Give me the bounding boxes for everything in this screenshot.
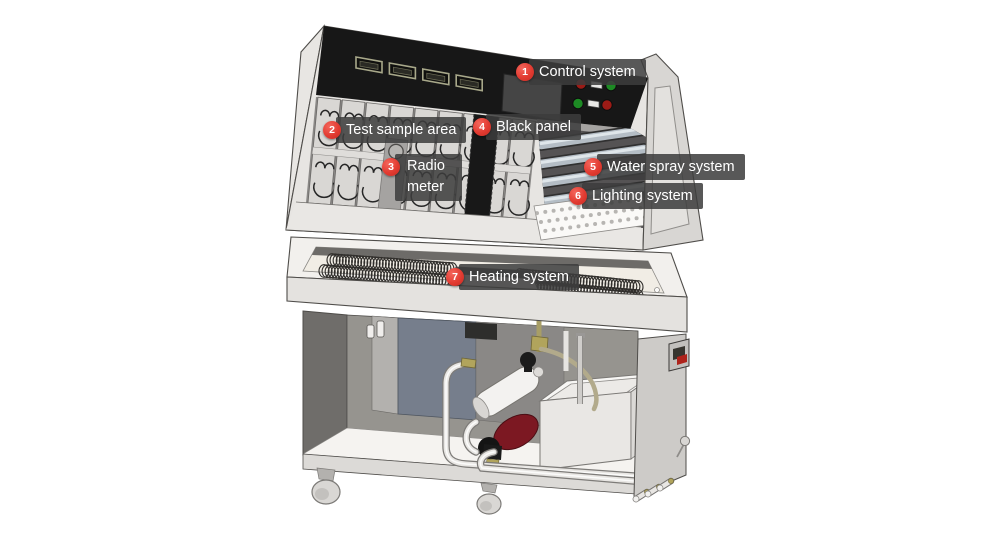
back-wall-vent <box>465 322 497 340</box>
filter-knob <box>520 352 536 368</box>
piping <box>442 360 638 485</box>
power-switch-box <box>668 338 690 372</box>
drain-valves <box>632 477 675 503</box>
caster-wheel-front-left <box>311 467 341 505</box>
electrical-panel <box>397 317 477 421</box>
caster-wheel-front-center <box>476 482 502 515</box>
panel-button-2 <box>587 99 600 109</box>
indicator-light-green-2 <box>572 97 584 110</box>
level-sensor-rod <box>576 333 585 404</box>
display-windows <box>355 56 484 92</box>
base-cabinet <box>302 309 691 515</box>
display-window <box>455 74 484 92</box>
display-window <box>421 68 450 86</box>
water-hose <box>538 346 599 412</box>
indicator-light-red-2 <box>601 99 613 111</box>
table-front-face <box>286 276 688 333</box>
back-wall-strip <box>371 315 399 415</box>
drain-ball-valve <box>676 435 691 458</box>
panel-button-1 <box>590 80 603 90</box>
cabinet-right-panel <box>633 333 687 498</box>
display-window <box>388 62 417 80</box>
test-chamber-upper-unit <box>285 24 704 251</box>
drain-valve <box>656 477 675 492</box>
control-panel-strip <box>316 26 648 130</box>
indicator-light-red-1 <box>575 78 587 90</box>
indicator-light-green-1 <box>605 79 617 92</box>
panel-bracket <box>366 320 385 339</box>
inline-filter <box>472 352 544 420</box>
display-window <box>355 56 383 74</box>
chamber-right-wall <box>640 53 704 251</box>
radiometer-sensor <box>388 143 404 160</box>
tray-back-band <box>312 247 652 269</box>
tray-screw <box>654 287 660 293</box>
